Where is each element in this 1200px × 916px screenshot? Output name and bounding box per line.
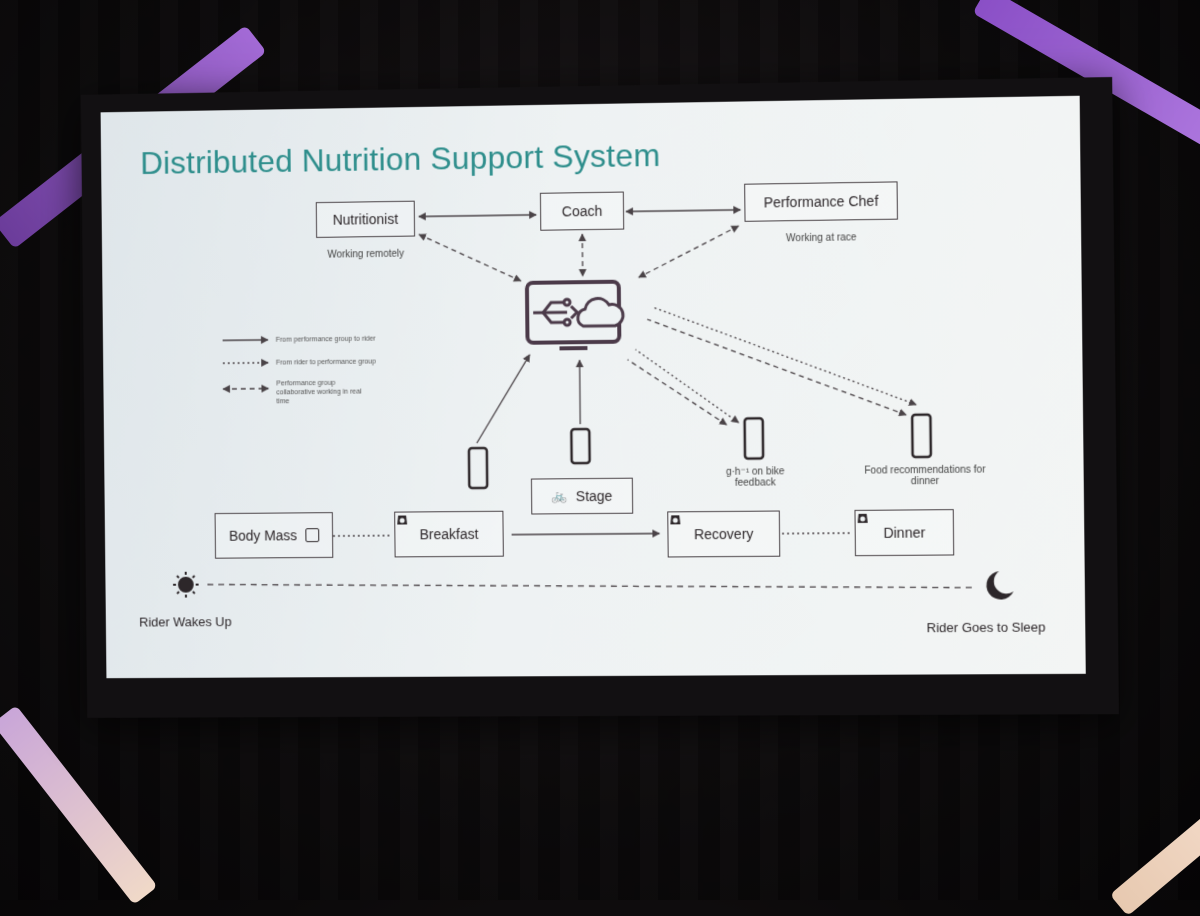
breakfast-label: Breakfast	[420, 526, 479, 542]
dinner-recs-caption: Food recommendations for dinner	[862, 464, 988, 487]
performance-chef-label: Performance Chef	[764, 193, 879, 211]
arrow-hub-phone3	[635, 348, 738, 423]
breakfast-box: Breakfast	[394, 511, 504, 558]
link-recovery-dinner	[782, 533, 853, 534]
rider-goes-to-sleep-label: Rider Goes to Sleep	[926, 619, 1045, 635]
arrow-coach-chef	[626, 210, 740, 212]
legend-line-dotted	[223, 363, 268, 364]
legend-label-solid: From performance group to rider	[276, 334, 395, 344]
bathroom-scale-icon	[305, 528, 319, 542]
projector-screen: Distributed Nutrition Support System Nut…	[81, 77, 1119, 718]
performance-chef-note: Working at race	[761, 232, 882, 245]
arrow-hub-phone3-b	[628, 358, 727, 425]
arrow-chef-hub	[638, 226, 739, 277]
usb-cloud-platform-icon	[527, 282, 623, 351]
arrow-nutritionist-coach	[419, 215, 536, 217]
moon-icon	[986, 571, 1013, 599]
legend-label-dotted: From rider to performance group	[276, 357, 395, 367]
arrow-phone2-hub	[580, 360, 581, 424]
coach-box: Coach	[540, 192, 624, 231]
sun-icon	[173, 572, 199, 598]
dinner-box: Dinner	[854, 509, 954, 556]
stage-box: 🚲 Stage	[531, 478, 633, 515]
legend-label-dashed: Performance group collaborative working …	[276, 378, 375, 406]
kitchen-scale-icon	[395, 513, 409, 527]
nutritionist-box: Nutritionist	[316, 201, 415, 238]
performance-chef-box: Performance Chef	[744, 181, 898, 221]
coach-label: Coach	[562, 203, 603, 220]
legend-line-solid	[223, 340, 268, 341]
dinner-label: Dinner	[883, 524, 925, 540]
rider-wakes-up-label: Rider Wakes Up	[139, 614, 232, 629]
recovery-label: Recovery	[694, 526, 754, 542]
kitchen-scale-icon	[855, 511, 869, 525]
body-mass-box: Body Mass	[215, 512, 334, 559]
slide: Distributed Nutrition Support System Nut…	[101, 96, 1086, 678]
timeline-line	[207, 580, 974, 593]
diagram-connectors	[101, 96, 1086, 678]
stage-label: Stage	[576, 488, 613, 504]
nutritionist-note: Working remotely	[306, 248, 425, 261]
body-mass-label: Body Mass	[229, 527, 297, 543]
bicycle-icon: 🚲	[552, 488, 568, 504]
bike-feedback-caption: g·h⁻¹ on bike feedback	[715, 466, 796, 489]
nutritionist-label: Nutritionist	[333, 211, 399, 228]
arrow-hub-phone4-b	[653, 304, 916, 407]
arrow-phone1-hub	[476, 355, 531, 443]
recovery-box: Recovery	[667, 511, 780, 558]
arrow-breakfast-recovery	[512, 534, 660, 535]
kitchen-scale-icon	[668, 512, 682, 526]
arrow-nutritionist-hub	[419, 233, 521, 282]
arrow-hub-phone4	[647, 316, 906, 417]
